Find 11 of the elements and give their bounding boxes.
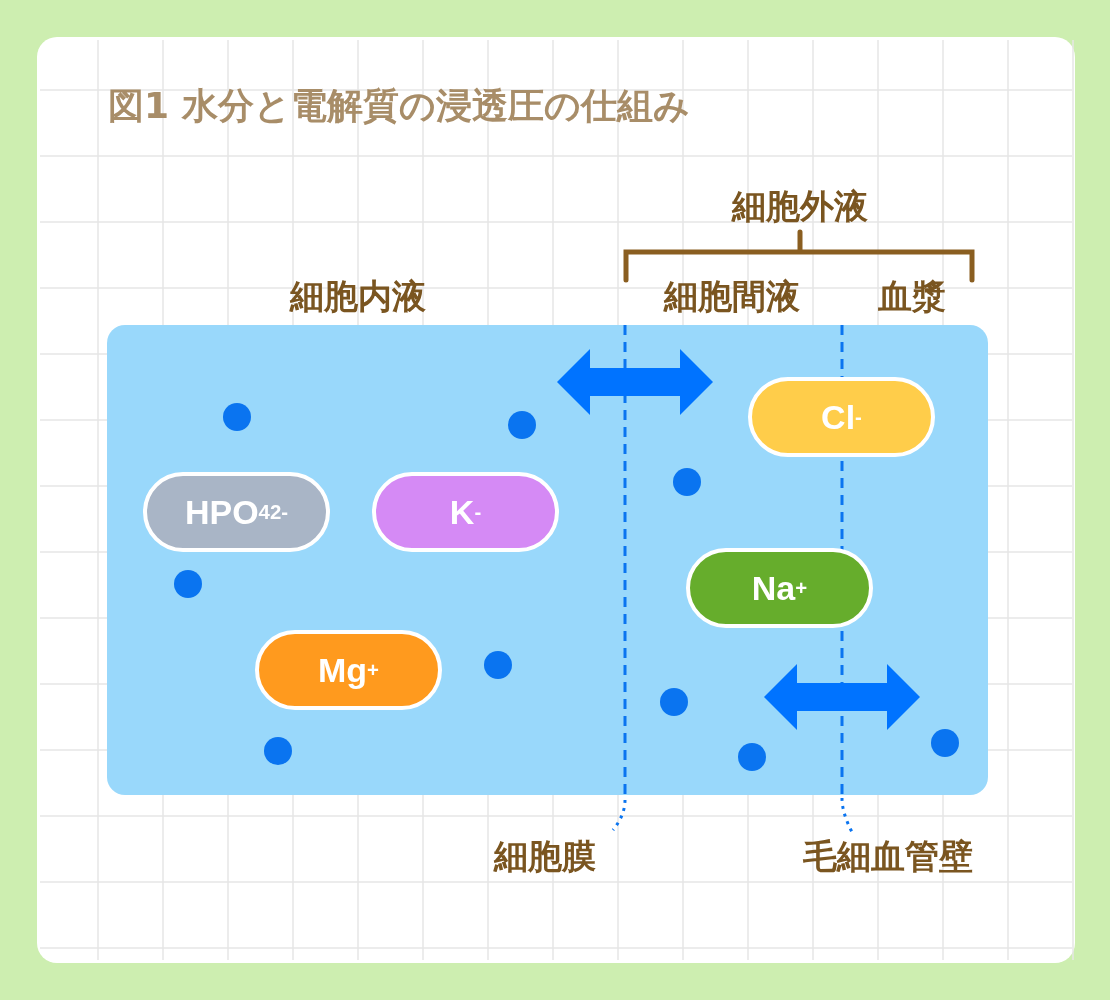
fluid-label: 血漿 <box>878 276 946 317</box>
ion-pill: Na$^{+}$ <box>686 548 873 628</box>
fluid-label: 細胞内液 <box>290 276 426 317</box>
ion-pill: Cl$^{-}$ <box>748 377 935 457</box>
membrane-label: 毛細血管壁 <box>803 836 973 877</box>
fluid-label: 細胞間液 <box>664 276 800 317</box>
membrane-label: 細胞膜 <box>494 836 596 877</box>
ion-pill: Mg$^{+}$ <box>255 630 442 710</box>
title: 図1 水分と電解質の浸透圧の仕組み <box>108 84 690 128</box>
ion-pill: K$^{-}$ <box>372 472 559 552</box>
fluid-label: 細胞外液 <box>732 186 868 227</box>
